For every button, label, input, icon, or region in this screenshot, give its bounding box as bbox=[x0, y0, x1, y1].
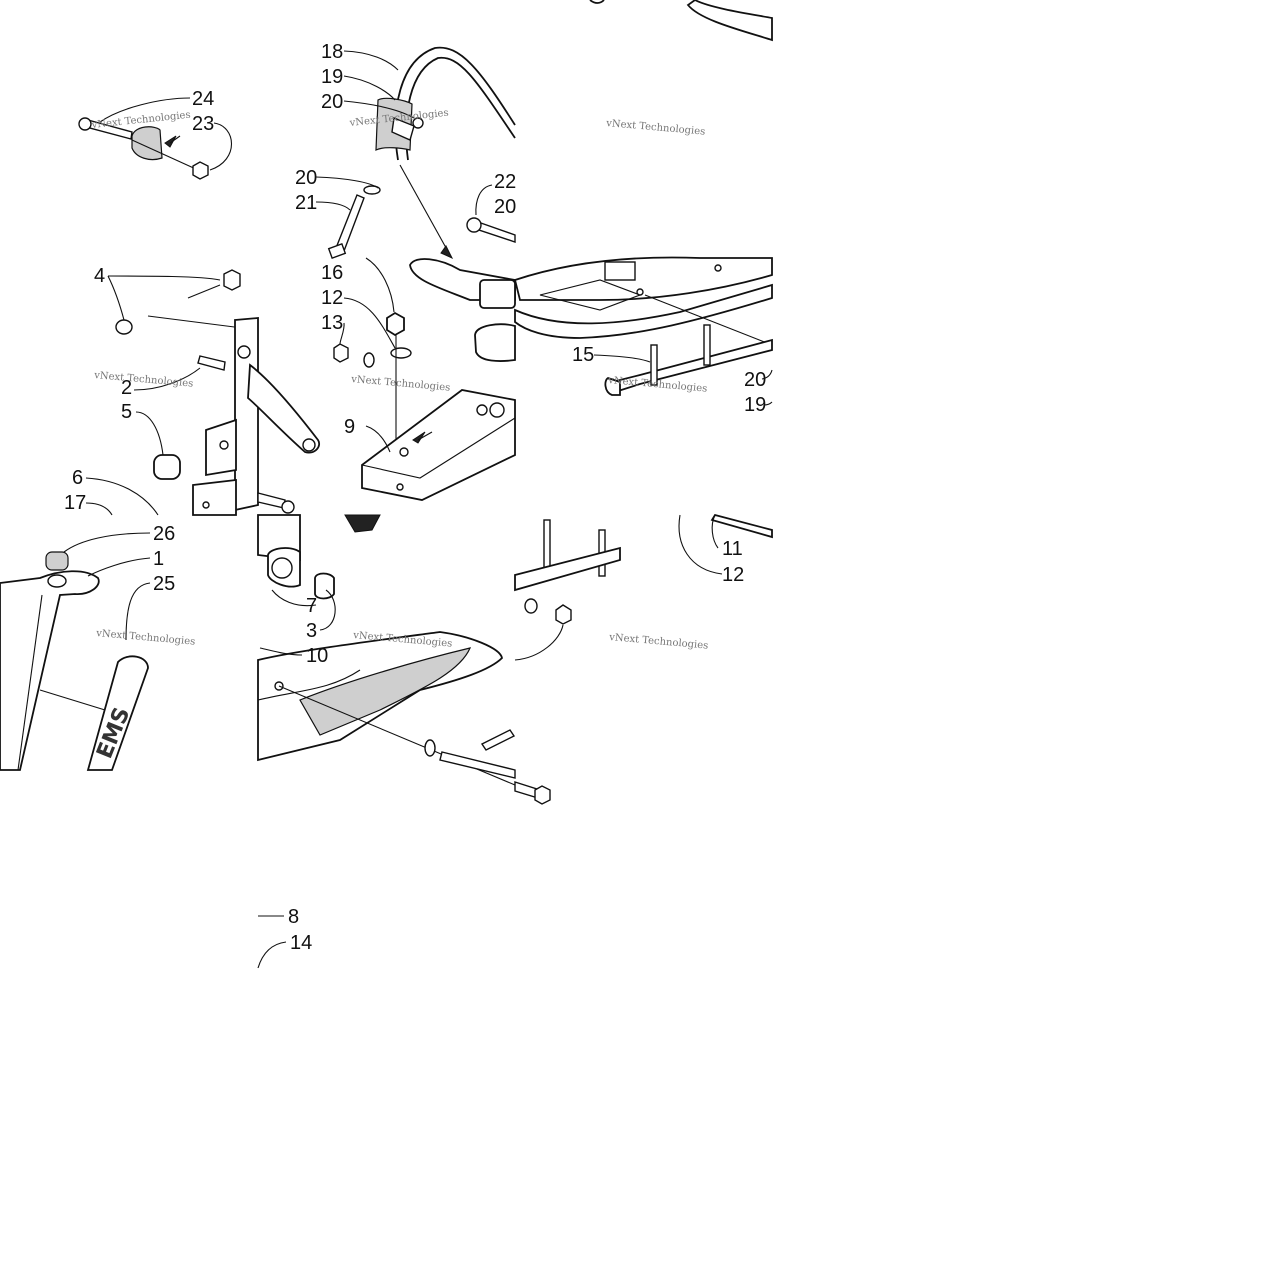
callout-6: 6 bbox=[72, 467, 83, 489]
callout-17: 17 bbox=[64, 492, 86, 514]
callout-18: 18 bbox=[321, 41, 343, 63]
callout-20: 20 bbox=[494, 196, 516, 218]
leader-20a bbox=[343, 100, 415, 119]
leader-24 bbox=[99, 97, 191, 123]
ski-rear-assembly bbox=[513, 0, 773, 406]
spindle-leg-assembly: EMS bbox=[0, 532, 151, 771]
leader-15 bbox=[593, 354, 651, 363]
leader-7 bbox=[271, 589, 317, 607]
leader-20d bbox=[761, 369, 773, 380]
ski-front-assembly bbox=[257, 492, 621, 969]
leader-4a bbox=[107, 275, 221, 281]
callout-9: 9 bbox=[344, 416, 355, 438]
leader-4b bbox=[107, 275, 125, 321]
watermark-text: vNext Technologies bbox=[350, 374, 451, 394]
callout-20: 20 bbox=[744, 369, 766, 391]
callout-24: 24 bbox=[192, 88, 214, 110]
leader-1 bbox=[87, 557, 151, 577]
callout-12: 12 bbox=[321, 287, 343, 309]
callout-15: 15 bbox=[572, 344, 594, 366]
callout-12: 12 bbox=[722, 564, 744, 586]
callout-14: 14 bbox=[290, 932, 312, 954]
callout-26: 26 bbox=[153, 523, 175, 545]
leader-19b bbox=[763, 401, 773, 406]
leader-14 bbox=[257, 941, 287, 969]
callout-1: 1 bbox=[153, 548, 164, 570]
leader-26 bbox=[63, 532, 151, 553]
callout-19: 19 bbox=[744, 394, 766, 416]
callout-3: 3 bbox=[306, 620, 317, 642]
watermark-text: vNext Technologies bbox=[608, 632, 709, 652]
leader-12a bbox=[343, 297, 396, 349]
leader-22 bbox=[475, 184, 493, 216]
callout-7: 7 bbox=[306, 595, 317, 617]
leader-3 bbox=[319, 589, 336, 631]
leader-12b bbox=[678, 514, 723, 575]
watermark-text: vNext Technologies bbox=[95, 628, 196, 648]
leader-18 bbox=[343, 50, 399, 71]
callout-23: 23 bbox=[192, 113, 214, 135]
callout-20: 20 bbox=[321, 91, 343, 113]
watermark-text: vNext Technologies bbox=[93, 370, 194, 390]
callout-11: 11 bbox=[722, 538, 743, 560]
callout-20: 20 bbox=[295, 167, 317, 189]
leader-25 bbox=[125, 582, 151, 641]
watermarks: vNext Technologies vNext Technologies vN… bbox=[90, 108, 708, 652]
callout-labels: 18 19 20 20 21 22 20 24 23 4 2 5 16 12 1… bbox=[64, 41, 766, 954]
callout-5: 5 bbox=[121, 401, 132, 423]
leader-10 bbox=[259, 647, 303, 656]
watermark-text: vNext Technologies bbox=[605, 118, 706, 138]
callout-16: 16 bbox=[321, 262, 343, 284]
leader-5 bbox=[135, 411, 164, 456]
leader-2 bbox=[133, 367, 201, 391]
callout-2: 2 bbox=[121, 377, 132, 399]
leader-19a bbox=[343, 75, 396, 101]
handle-loop-assembly bbox=[315, 46, 516, 501]
leader-9 bbox=[365, 425, 391, 453]
leader-20b bbox=[315, 176, 379, 189]
leader-16 bbox=[365, 257, 395, 313]
ski-edge-strip bbox=[678, 513, 773, 575]
leader-11 bbox=[711, 514, 719, 549]
callout-13: 13 bbox=[321, 312, 343, 334]
callout-8: 8 bbox=[288, 906, 299, 928]
bolt-group-24-23 bbox=[78, 97, 233, 180]
leader-23 bbox=[209, 122, 233, 171]
callout-10: 10 bbox=[306, 645, 328, 667]
callout-4: 4 bbox=[94, 265, 105, 287]
leader-17 bbox=[85, 502, 113, 516]
leader-13 bbox=[339, 322, 345, 345]
leader-6 bbox=[85, 477, 159, 516]
callout-22: 22 bbox=[494, 171, 516, 193]
callout-21: 21 bbox=[295, 192, 317, 214]
leader-21 bbox=[315, 201, 351, 211]
spindle-upper bbox=[85, 269, 320, 516]
callout-25: 25 bbox=[153, 573, 175, 595]
leader-ski-nut bbox=[514, 624, 564, 661]
callout-19: 19 bbox=[321, 66, 343, 88]
